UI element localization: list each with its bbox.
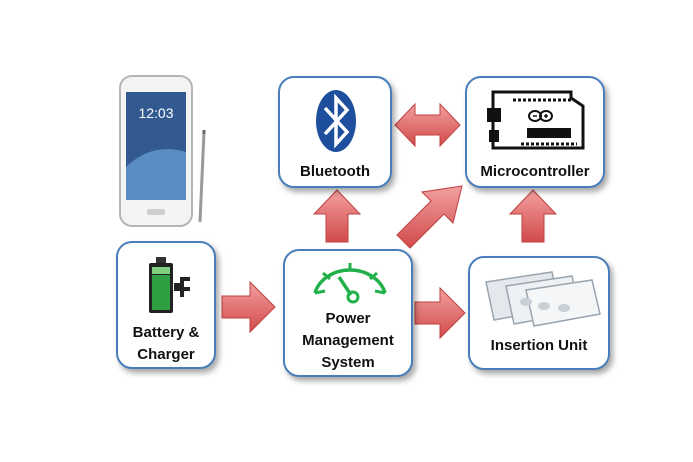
power-management-node: Power Management System — [283, 249, 413, 377]
power-management-label-line1: Power — [325, 310, 371, 327]
battery-to-power-arrow — [221, 280, 276, 334]
power-to-microcontroller-arrow — [396, 185, 463, 249]
battery-charger-label-line1: Battery & — [132, 324, 200, 341]
power-to-insertion-arrow — [414, 286, 466, 340]
bluetooth-label: Bluetooth — [300, 163, 370, 180]
microcontroller-node: Microcontroller — [465, 76, 605, 188]
insertion-unit-label: Insertion Unit — [490, 337, 588, 354]
bluetooth-icon — [316, 90, 356, 152]
battery-charging-icon — [149, 257, 190, 313]
power-management-label-line2: Management — [302, 332, 394, 349]
glass-slides-icon — [485, 271, 601, 327]
gauge-icon — [313, 263, 387, 304]
battery-charger-label-line2: Charger — [137, 346, 195, 363]
microcontroller-label: Microcontroller — [480, 163, 590, 180]
insertion-to-microcontroller-arrow — [508, 189, 558, 243]
phone-time: 12:03 — [138, 105, 173, 121]
insertion-unit-node: Insertion Unit — [468, 256, 610, 370]
smartphone-icon: 12:03 — [119, 75, 206, 227]
bluetooth-node: Bluetooth — [278, 76, 392, 188]
battery-charger-node: Battery & Charger — [116, 241, 216, 369]
power-to-bluetooth-arrow — [312, 189, 362, 243]
power-management-label-line3: System — [321, 354, 375, 371]
bluetooth-microcontroller-arrow — [394, 102, 461, 148]
arduino-board-icon — [487, 90, 585, 150]
